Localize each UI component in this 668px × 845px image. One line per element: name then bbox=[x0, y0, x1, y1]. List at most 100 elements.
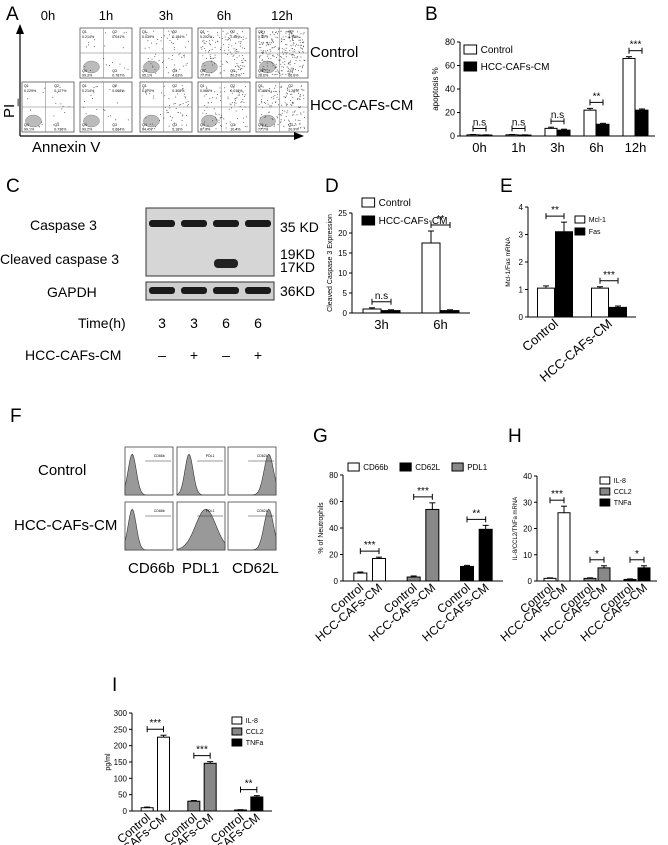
a-event-dot bbox=[277, 71, 279, 73]
a-event-dot bbox=[270, 50, 272, 52]
a-event-dot bbox=[284, 119, 285, 121]
c-blot-strip-gapdh bbox=[145, 281, 275, 301]
D-x-tick-label: 3h bbox=[374, 317, 388, 332]
a-event-dot bbox=[302, 45, 304, 47]
a-event-dot bbox=[146, 93, 147, 95]
a-event-dot bbox=[267, 103, 269, 105]
a-event-dot bbox=[299, 98, 301, 100]
a-event-dot bbox=[184, 96, 186, 98]
a-event-dot bbox=[225, 127, 227, 129]
a-quadrant-value: 20.2% bbox=[230, 74, 241, 78]
a-event-dot bbox=[219, 87, 221, 89]
c-band-label-caspase3: Caspase 3 bbox=[30, 217, 97, 233]
a-event-dot bbox=[219, 73, 221, 75]
a-event-dot bbox=[235, 102, 237, 104]
a-event-dot bbox=[173, 46, 175, 48]
a-event-dot bbox=[259, 88, 261, 90]
a-event-dot bbox=[301, 47, 303, 49]
a-event-dot bbox=[169, 115, 171, 117]
a-event-dot bbox=[215, 114, 217, 116]
a-event-dot bbox=[114, 85, 116, 87]
f-histogram-curve bbox=[124, 508, 173, 551]
a-event-dot bbox=[275, 91, 277, 93]
a-event-dot bbox=[186, 114, 188, 116]
a-event-dot bbox=[244, 96, 245, 97]
I-y-tick-label: 50 bbox=[118, 791, 127, 800]
a-event-dot bbox=[271, 38, 273, 40]
a-event-dot bbox=[127, 68, 129, 70]
a-row-label-hcc: HCC-CAFs-CM bbox=[310, 97, 413, 114]
a-event-dot bbox=[302, 89, 304, 91]
a-event-dot bbox=[56, 92, 58, 94]
a-event-dot bbox=[62, 105, 64, 107]
a-event-dot bbox=[261, 52, 263, 54]
a-event-dot bbox=[302, 52, 304, 54]
a-row-label-control: Control bbox=[310, 44, 358, 61]
G-bar bbox=[425, 508, 440, 582]
a-event-dot bbox=[235, 110, 237, 112]
a-event-dot bbox=[202, 73, 204, 75]
a-quadrant-value: 2.48% bbox=[230, 35, 241, 39]
a-event-dot bbox=[57, 122, 59, 124]
c-band-caspase3 bbox=[149, 220, 175, 227]
a-event-dot bbox=[272, 41, 274, 43]
a-event-dot bbox=[204, 68, 206, 70]
a-event-dot bbox=[205, 50, 207, 52]
I-legend-label: IL-8 bbox=[246, 718, 258, 725]
a-event-dot bbox=[262, 126, 264, 128]
a-event-dot bbox=[202, 69, 204, 71]
a-event-dot bbox=[300, 70, 302, 72]
a-event-dot bbox=[261, 102, 263, 104]
a-event-dot bbox=[286, 103, 287, 105]
a-event-dot bbox=[291, 37, 293, 39]
I-sig-label: *** bbox=[196, 745, 208, 756]
a-event-dot bbox=[284, 61, 286, 62]
a-event-dot bbox=[161, 48, 163, 50]
a-event-dot bbox=[272, 119, 274, 121]
a-event-dot bbox=[225, 33, 227, 35]
I-y-tick-label: 100 bbox=[114, 774, 128, 783]
a-event-dot bbox=[284, 110, 286, 112]
a-event-dot bbox=[239, 43, 241, 44]
a-event-dot bbox=[300, 113, 302, 115]
a-event-dot bbox=[272, 63, 274, 65]
panel-letter-d: D bbox=[325, 176, 339, 197]
a-event-dot bbox=[59, 86, 61, 88]
f-gate-label: CD62L bbox=[257, 454, 268, 458]
a-event-dot bbox=[263, 90, 265, 92]
a-event-dot bbox=[223, 50, 225, 52]
a-event-dot bbox=[39, 126, 41, 128]
a-event-dot bbox=[278, 104, 280, 106]
D-legend-label: Control bbox=[379, 198, 411, 209]
a-event-dot bbox=[210, 44, 211, 46]
a-x-axis-label: Annexin V bbox=[32, 139, 100, 156]
a-event-dot bbox=[242, 62, 244, 64]
a-event-dot bbox=[215, 97, 217, 99]
a-event-dot bbox=[187, 103, 189, 105]
a-event-dot bbox=[232, 30, 234, 32]
a-event-dot bbox=[173, 68, 175, 70]
a-quadrant-q4: Q4 bbox=[24, 123, 29, 127]
a-event-dot bbox=[220, 99, 222, 101]
a-event-dot bbox=[267, 54, 269, 56]
a-event-dot bbox=[116, 102, 118, 104]
a-event-dot bbox=[223, 118, 225, 120]
c-time-value: 6 bbox=[254, 315, 262, 331]
a-event-dot bbox=[242, 109, 243, 111]
a-event-dot bbox=[300, 127, 302, 129]
a-event-dot bbox=[289, 60, 291, 62]
a-event-dot bbox=[220, 95, 221, 97]
H-bar bbox=[557, 512, 571, 582]
H-legend-label: IL-8 bbox=[614, 478, 626, 485]
a-event-dot bbox=[210, 102, 212, 103]
a-event-dot bbox=[230, 39, 231, 41]
a-event-dot bbox=[240, 41, 242, 43]
G-y-tick-label: 0 bbox=[334, 577, 339, 586]
a-event-dot bbox=[299, 39, 301, 41]
a-quadrant-q3: Q3 bbox=[112, 123, 117, 127]
a-event-dot bbox=[42, 92, 44, 93]
a-event-dot bbox=[209, 98, 211, 100]
